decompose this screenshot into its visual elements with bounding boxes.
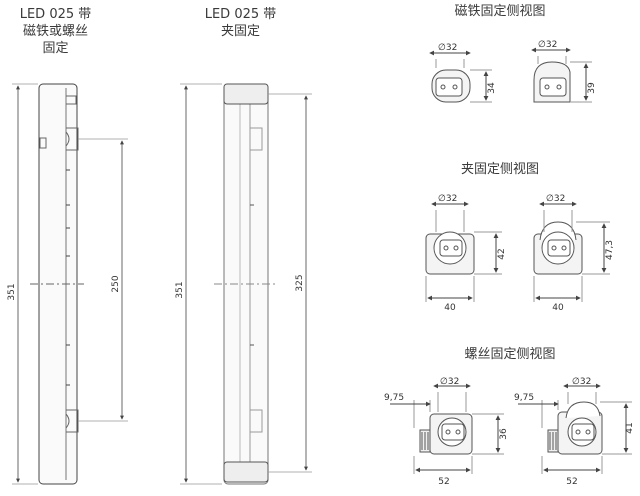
clip-a-width: 40 xyxy=(444,303,456,313)
left-title-line3: 固定 xyxy=(42,41,69,56)
screw-b-offset: 9,75 xyxy=(514,393,534,403)
screw-a-offset: 9,75 xyxy=(384,393,404,403)
magnet-a-diameter: ∅32 xyxy=(438,43,457,53)
screw-side-title: 螺丝固定侧视图 xyxy=(464,347,556,362)
left-title: LED 025 带 磁铁或螺丝 固定 xyxy=(8,6,103,57)
magnet-b-height: 39 xyxy=(587,82,597,94)
left-total-dim: 351 xyxy=(7,283,17,300)
screw-b-height: 41 xyxy=(625,422,635,433)
screw-a-diameter: ∅32 xyxy=(440,377,459,387)
clip-a-diameter: ∅32 xyxy=(438,194,457,204)
magnet-b-diameter: ∅32 xyxy=(538,40,557,50)
left-title-line1: LED 025 带 xyxy=(19,7,92,22)
magnet-view-a xyxy=(429,50,492,103)
middle-title-line1: LED 025 带 xyxy=(204,7,277,22)
left-title-line2: 磁铁或螺丝 xyxy=(22,24,88,39)
left-spacing-dim: 250 xyxy=(111,275,121,292)
magnet-view-b xyxy=(531,47,592,103)
clip-b-diameter: ∅32 xyxy=(546,194,565,204)
clip-a-height: 42 xyxy=(497,248,507,259)
screw-b-width: 52 xyxy=(566,477,577,487)
magnet-side-title: 磁铁固定侧视图 xyxy=(454,4,546,19)
screw-a-width: 52 xyxy=(438,477,449,487)
clip-view-a xyxy=(425,201,502,302)
clip-b-width: 40 xyxy=(552,303,564,313)
screw-view-a xyxy=(390,383,504,474)
clip-view-b xyxy=(533,201,610,302)
left-fixture xyxy=(30,83,84,485)
middle-fixture xyxy=(214,83,276,485)
middle-title: LED 025 带 夹固定 xyxy=(193,6,288,40)
screw-b-diameter: ∅32 xyxy=(572,377,591,387)
clip-side-title: 夹固定侧视图 xyxy=(460,162,539,177)
middle-total-dim: 351 xyxy=(175,281,185,298)
screw-a-height: 36 xyxy=(499,428,509,440)
clip-b-height: 47,3 xyxy=(605,240,615,260)
middle-title-line2: 夹固定 xyxy=(220,24,260,39)
screw-view-b xyxy=(518,383,632,474)
magnet-a-height: 34 xyxy=(487,82,497,94)
middle-spacing-dim: 325 xyxy=(295,274,305,291)
